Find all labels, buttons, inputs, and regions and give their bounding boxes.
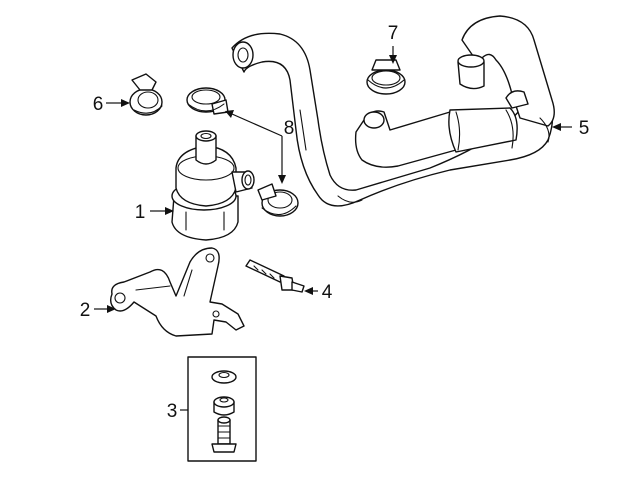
water-pump: [171, 130, 255, 241]
clamp-pump-upper: [186, 87, 229, 115]
callout-2: 2: [80, 300, 91, 321]
callout-1: 1: [135, 202, 146, 223]
clamp-left: [129, 73, 163, 116]
clamp-top: [366, 59, 406, 95]
bracket: [109, 247, 245, 337]
hardware-kit: [187, 356, 257, 462]
stud: [245, 259, 305, 293]
clamp-pump-lower: [257, 183, 299, 217]
bolt: [211, 416, 237, 453]
coolant-hose: [231, 15, 555, 207]
callout-3: 3: [167, 401, 178, 422]
callout-4: 4: [322, 282, 333, 303]
callout-8: 8: [284, 118, 295, 139]
callout-5: 5: [579, 118, 590, 139]
callout-7: 7: [388, 23, 399, 44]
callout-6: 6: [93, 94, 104, 115]
